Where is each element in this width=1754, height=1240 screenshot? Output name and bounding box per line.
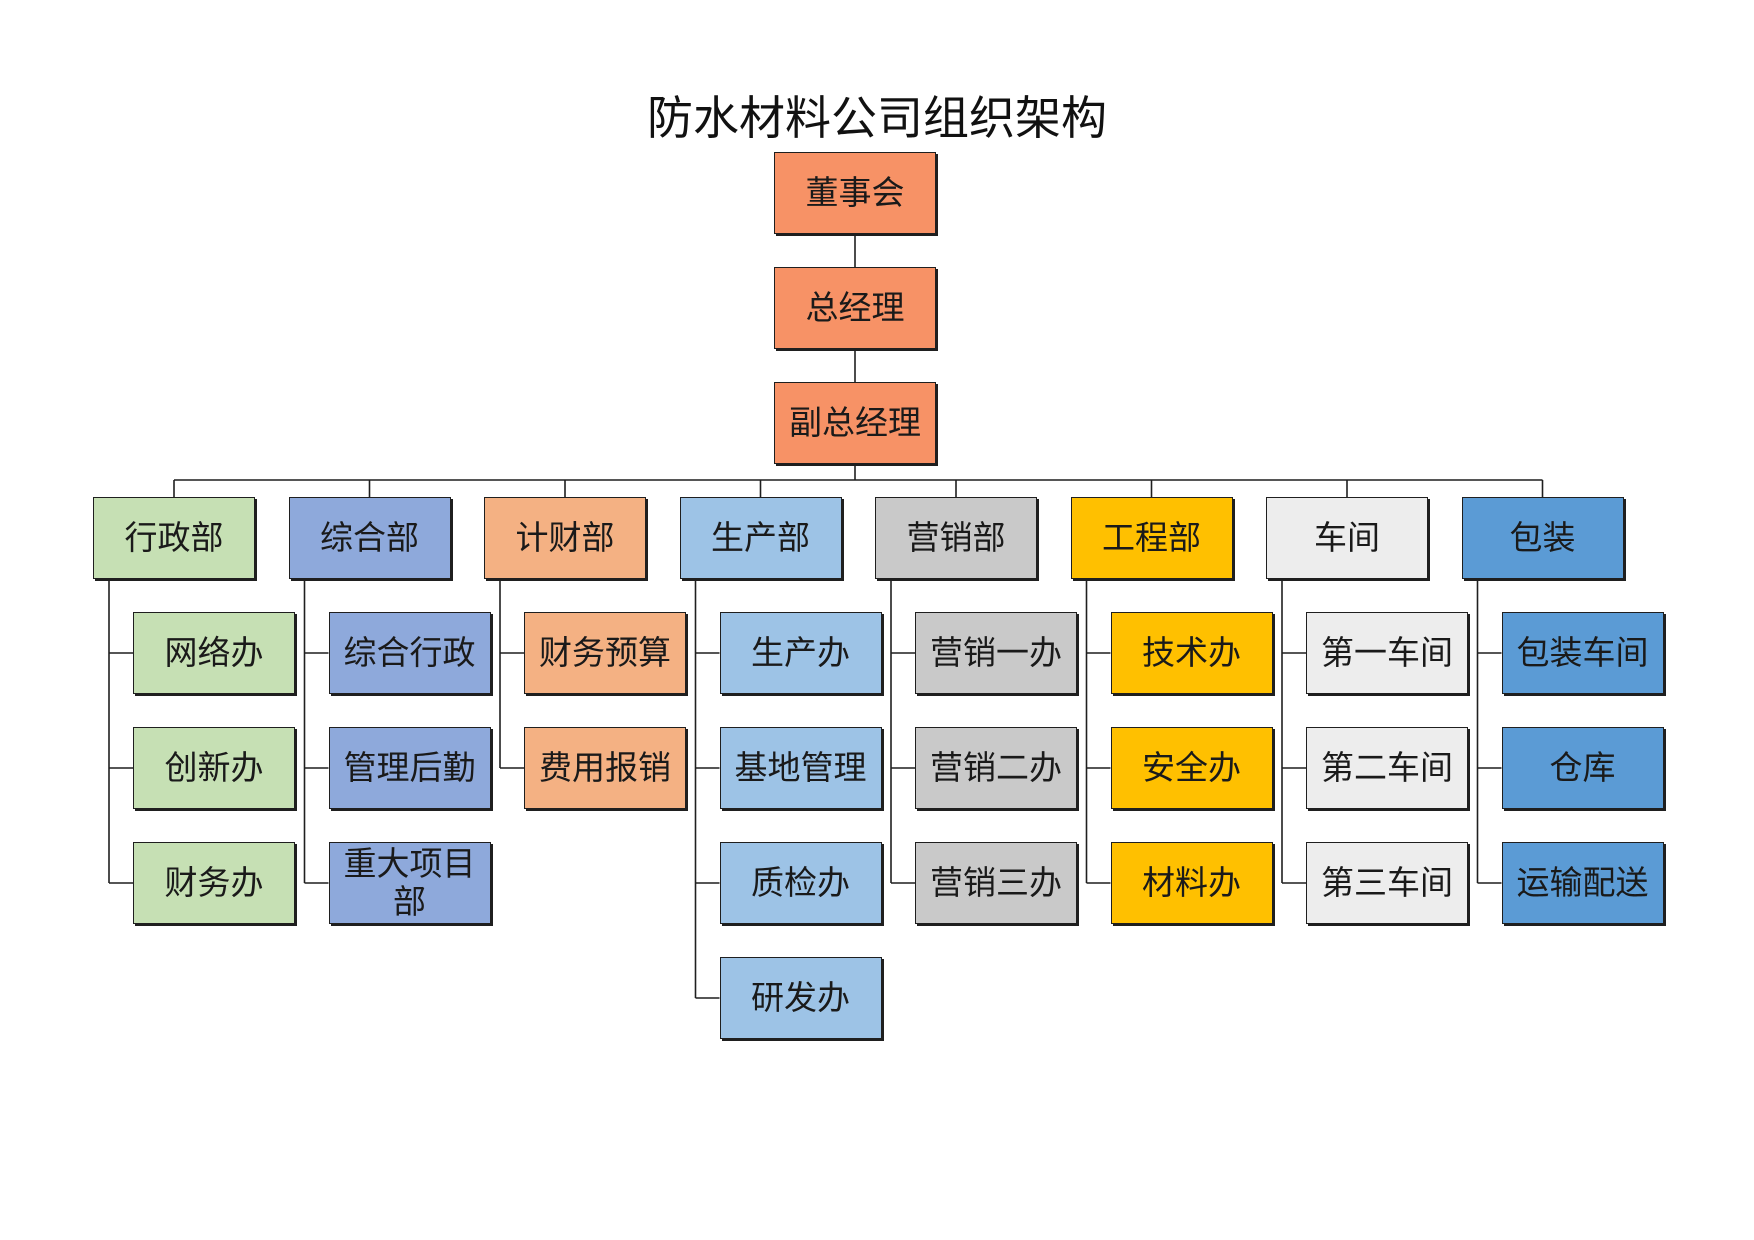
sub-unit-box-label: 创新办 [164, 748, 264, 787]
exec-box-1: 总经理 [774, 267, 936, 349]
department-box-label: 计财部 [515, 518, 615, 557]
sub-unit-box-label: 安全办 [1142, 748, 1241, 787]
sub-unit-box-label: 研发办 [751, 978, 850, 1017]
sub-unit-box-label: 技术办 [1142, 633, 1241, 672]
sub-unit-box: 营销二办 [915, 727, 1077, 809]
sub-unit-box: 财务预算 [524, 612, 686, 694]
sub-unit-box-label: 重大项目部 [343, 844, 476, 921]
sub-unit-box-label: 营销二办 [930, 748, 1062, 787]
sub-unit-box-label: 质检办 [751, 863, 850, 902]
exec-box-2: 副总经理 [774, 382, 936, 464]
sub-unit-box-label: 生产办 [751, 633, 850, 672]
sub-unit-box: 基地管理 [719, 727, 882, 809]
department-box-label: 生产部 [711, 518, 810, 557]
sub-unit-box: 研发办 [719, 957, 882, 1039]
sub-unit-box: 第二车间 [1306, 727, 1468, 809]
sub-unit-box-label: 费用报销 [539, 748, 671, 787]
department-box: 车间 [1266, 497, 1428, 579]
sub-unit-box-label: 财务预算 [539, 633, 671, 672]
department-box: 计财部 [484, 497, 646, 579]
exec-box-2-label: 副总经理 [789, 403, 921, 442]
exec-box-1-label: 总经理 [805, 288, 905, 327]
sub-unit-box-label: 网络办 [164, 633, 264, 672]
department-box-label: 行政部 [124, 518, 224, 557]
sub-unit-box-label: 营销一办 [930, 633, 1062, 672]
sub-unit-box-label: 包装车间 [1516, 633, 1649, 672]
sub-unit-box-label: 仓库 [1549, 748, 1616, 787]
sub-unit-box: 重大项目部 [328, 842, 491, 924]
department-box-label: 包装 [1509, 518, 1576, 557]
sub-unit-box: 技术办 [1110, 612, 1273, 694]
sub-unit-box: 第三车间 [1306, 842, 1468, 924]
sub-unit-box: 生产办 [719, 612, 882, 694]
department-box: 综合部 [288, 497, 451, 579]
sub-unit-box: 营销一办 [915, 612, 1077, 694]
sub-unit-box-label: 管理后勤 [343, 748, 476, 787]
sub-unit-box: 创新办 [133, 727, 295, 809]
chart-title: 防水材料公司组织架构 [647, 91, 1107, 145]
sub-unit-box-label: 综合行政 [343, 633, 476, 672]
department-box: 营销部 [875, 497, 1037, 579]
sub-unit-box: 运输配送 [1501, 842, 1664, 924]
department-box: 工程部 [1070, 497, 1233, 579]
sub-unit-box-label: 营销三办 [930, 863, 1062, 902]
sub-unit-box-label: 第三车间 [1321, 863, 1453, 902]
department-box: 生产部 [679, 497, 842, 579]
department-box-label: 车间 [1314, 518, 1380, 557]
sub-unit-box: 安全办 [1110, 727, 1273, 809]
sub-unit-box-label: 材料办 [1142, 863, 1241, 902]
department-box: 包装 [1461, 497, 1624, 579]
sub-unit-box: 仓库 [1501, 727, 1664, 809]
sub-unit-box-label: 财务办 [164, 863, 264, 902]
exec-box-0-label: 董事会 [805, 173, 905, 212]
department-box-label: 综合部 [320, 518, 419, 557]
sub-unit-box: 管理后勤 [328, 727, 491, 809]
sub-unit-box: 费用报销 [524, 727, 686, 809]
sub-unit-box: 综合行政 [328, 612, 491, 694]
sub-unit-box: 质检办 [719, 842, 882, 924]
exec-box-0: 董事会 [774, 152, 936, 234]
department-box: 行政部 [93, 497, 255, 579]
sub-unit-box-label: 基地管理 [734, 748, 867, 787]
sub-unit-box: 包装车间 [1501, 612, 1664, 694]
sub-unit-box: 网络办 [133, 612, 295, 694]
department-box-label: 工程部 [1102, 518, 1201, 557]
sub-unit-box-label: 第二车间 [1321, 748, 1453, 787]
department-box-label: 营销部 [906, 518, 1006, 557]
sub-unit-box: 第一车间 [1306, 612, 1468, 694]
sub-unit-box-label: 运输配送 [1516, 863, 1649, 902]
sub-unit-box: 财务办 [133, 842, 295, 924]
sub-unit-box: 材料办 [1110, 842, 1273, 924]
sub-unit-box-label: 第一车间 [1321, 633, 1453, 672]
sub-unit-box: 营销三办 [915, 842, 1077, 924]
